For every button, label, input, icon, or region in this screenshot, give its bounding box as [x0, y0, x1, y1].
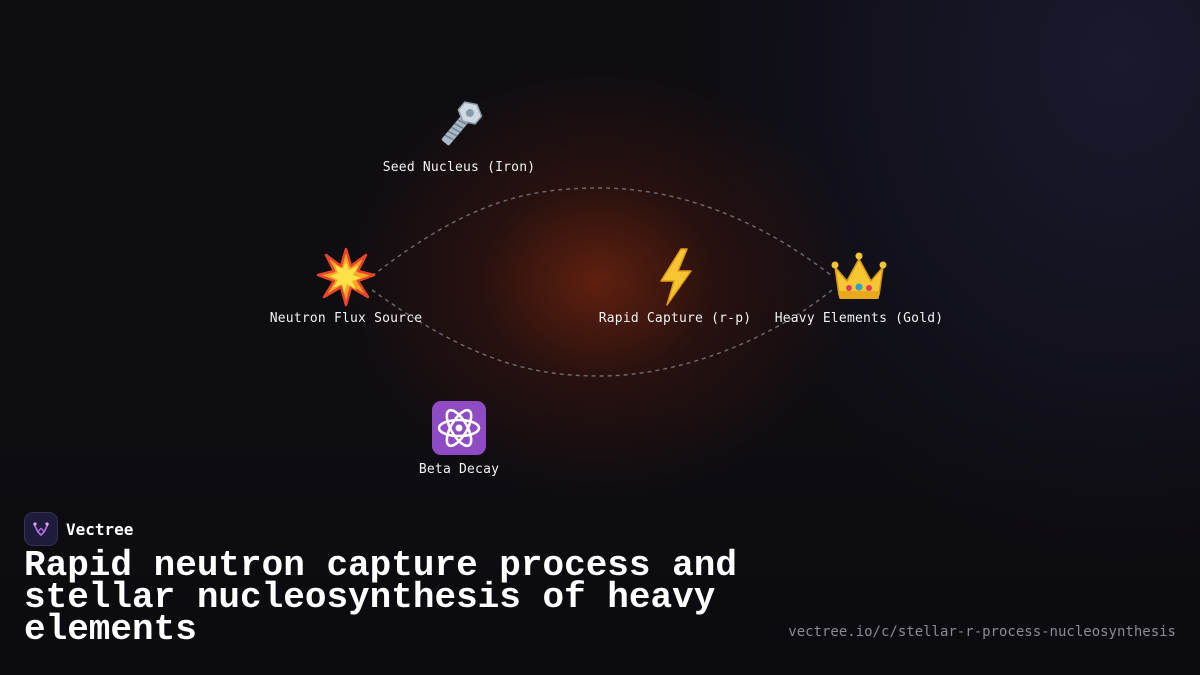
node-label: Rapid Capture (r-p)	[598, 311, 752, 326]
atom-icon	[429, 398, 489, 458]
connector-lower-arc	[371, 289, 833, 377]
node-label: Neutron Flux Source	[269, 311, 423, 326]
node-seed-nucleus[interactable]: Seed Nucleus (Iron)	[339, 96, 579, 175]
node-rapid-capture[interactable]: Rapid Capture (r-p)	[555, 247, 795, 326]
connector-upper-arc	[371, 187, 833, 277]
source-url[interactable]: vectree.io/c/stellar-r-process-nucleosyn…	[788, 624, 1176, 640]
node-neutron-flux-source[interactable]: Neutron Flux Source	[226, 247, 466, 326]
crown-icon	[829, 247, 889, 307]
vectree-logo-icon	[24, 512, 58, 546]
page-title: Rapid neutron capture process and stella…	[24, 545, 737, 650]
bolt-nut-icon	[429, 96, 489, 156]
node-label: Seed Nucleus (Iron)	[382, 160, 536, 175]
node-heavy-elements[interactable]: Heavy Elements (Gold)	[739, 247, 979, 326]
node-label: Beta Decay	[418, 462, 500, 477]
node-beta-decay[interactable]: Beta Decay	[339, 398, 579, 477]
lightning-icon	[645, 247, 705, 307]
explosion-icon	[316, 247, 376, 307]
node-label: Heavy Elements (Gold)	[774, 311, 944, 326]
brand-name: Vectree	[66, 519, 134, 539]
brand[interactable]: Vectree	[24, 512, 133, 546]
